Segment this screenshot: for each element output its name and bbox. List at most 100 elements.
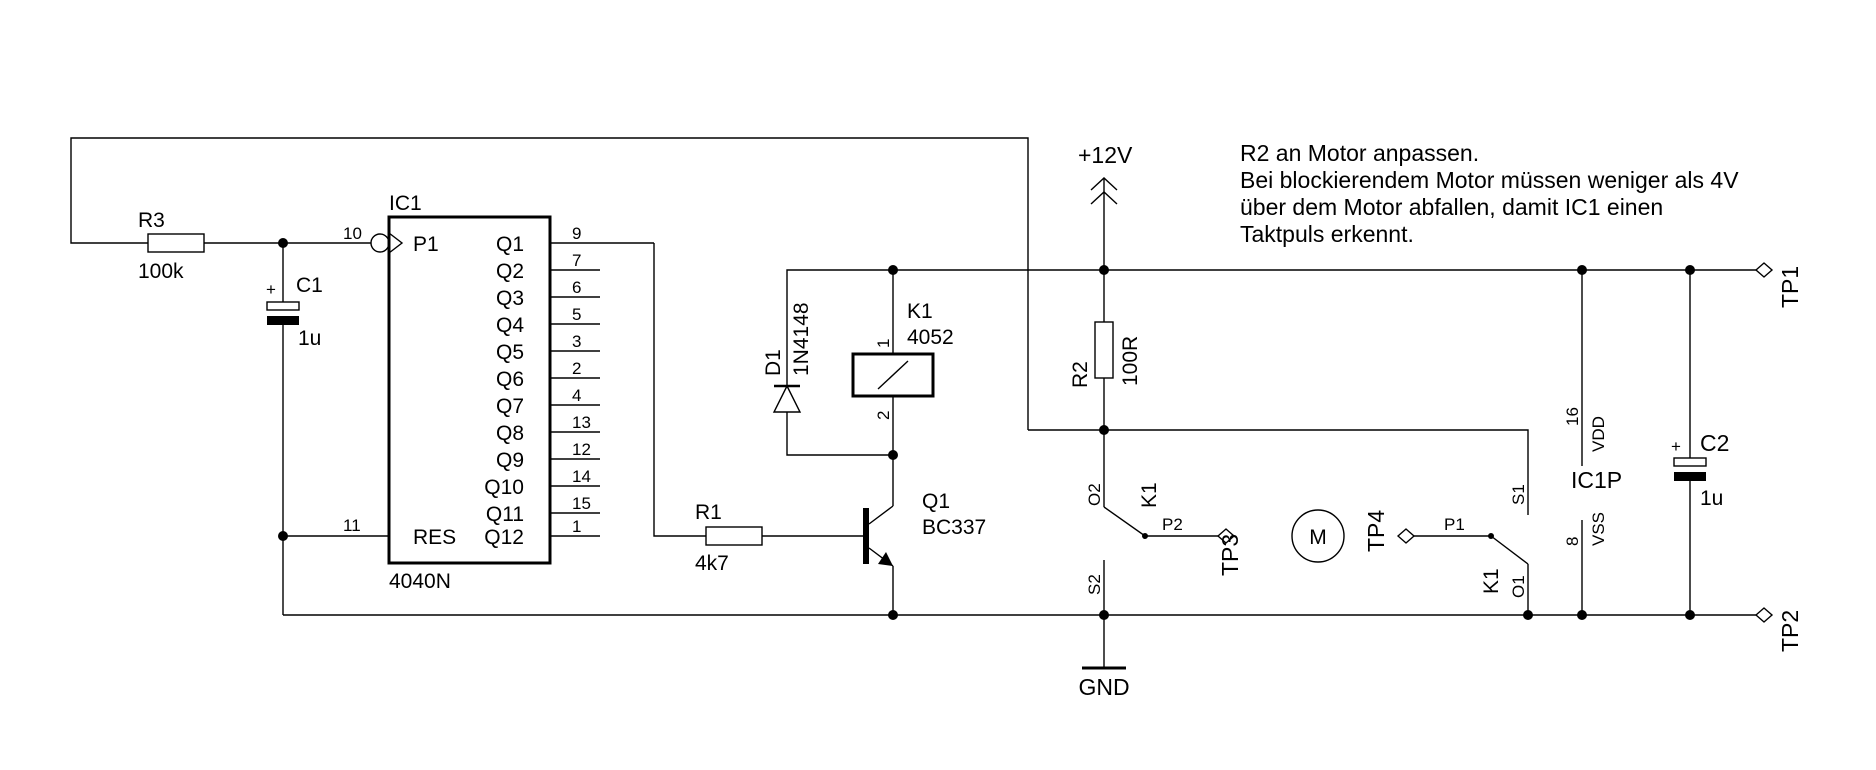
r2-name: R2: [1069, 361, 1092, 388]
capacitor-c1: + C1 1u: [266, 243, 323, 615]
motor-label: M: [1309, 526, 1327, 549]
k1-name: K1: [907, 300, 933, 323]
ic1-type: 4040N: [389, 570, 451, 593]
note-line-1: R2 an Motor anpassen.: [1240, 140, 1479, 166]
ic1p-vss-num: 8: [1563, 537, 1582, 546]
vcc-symbol: +12V: [1078, 142, 1133, 270]
resistor-r2: R2 100R: [1069, 270, 1142, 478]
c2-name: C2: [1700, 430, 1729, 456]
ic1-out-q7-label: Q7: [496, 395, 524, 418]
ic1-out-q3-label: Q3: [496, 287, 524, 310]
feedback-wire: [70, 137, 1029, 430]
c1-value: 1u: [298, 327, 321, 350]
ic1-out-q5-num: 3: [572, 332, 581, 351]
testpoint-tp2: TP2: [1754, 607, 1803, 652]
k1a-p-label: P2: [1162, 515, 1183, 534]
r1-value: 4k7: [695, 552, 729, 575]
ic1-out-q11-label: Q11: [486, 503, 524, 526]
ic1-out-q9-num: 12: [572, 440, 591, 459]
ic1p-vdd-label: VDD: [1589, 416, 1608, 452]
ic1-out-q4-num: 5: [572, 305, 581, 324]
ic1-out-q8-label: Q8: [496, 422, 524, 445]
c1-name: C1: [296, 274, 323, 297]
k1a-name: K1: [1138, 482, 1161, 508]
ic1-out-q1-label: Q1: [496, 233, 524, 256]
k1b-name: K1: [1480, 568, 1503, 594]
gnd-symbol: GND: [1078, 615, 1130, 700]
tp4-label: TP4: [1363, 510, 1389, 552]
ic1-counter: IC1 4040N 10 P1 11 RES Q1 Q2 Q3 Q4 Q5 Q6…: [283, 192, 654, 593]
ic1-out-q10-num: 14: [572, 467, 591, 486]
tp3-label: TP3: [1217, 534, 1243, 576]
capacitor-c2: + C2 1u: [1671, 270, 1729, 615]
note-line-2: Bei blockierendem Motor müssen weniger a…: [1240, 167, 1739, 193]
ic1-out-q11-num: 15: [572, 494, 591, 513]
ic1-out-q8-num: 13: [572, 413, 591, 432]
wire-to-s1: [1028, 429, 1529, 478]
ic1-clock-label: P1: [413, 233, 439, 256]
r2-value: 100R: [1119, 336, 1142, 386]
tp2-label: TP2: [1777, 610, 1803, 652]
tp1-label: TP1: [1777, 266, 1803, 308]
diode-d1: D1 1N4148: [762, 269, 893, 456]
k1a-s-label: S2: [1085, 574, 1104, 595]
d1-value: 1N4148: [790, 302, 813, 376]
ic1-out-q3-num: 6: [572, 278, 581, 297]
design-note: R2 an Motor anpassen. Bei blockierendem …: [1240, 140, 1739, 247]
ic1-power: 16 VDD IC1P 8 VSS: [1563, 270, 1622, 615]
resistor-r1: R1 4k7: [695, 501, 864, 575]
testpoint-tp4: TP4: [1363, 510, 1416, 552]
relay-contact-k1-a: O2 K1 P2 S2: [1085, 478, 1218, 615]
ic1-out-q6-num: 2: [572, 359, 581, 378]
ic1-out-q10-label: Q10: [484, 476, 524, 499]
testpoint-tp3: TP3: [1216, 528, 1243, 576]
ic1-out-q9-label: Q9: [496, 449, 524, 472]
junction-emitter: [888, 610, 898, 620]
ic1-out-q6-label: Q6: [496, 368, 524, 391]
ic1p-vss-label: VSS: [1589, 512, 1608, 546]
junction-c2-bottom: [1685, 610, 1695, 620]
ic1-name: IC1: [389, 192, 422, 215]
r3-name: R3: [138, 209, 165, 232]
c1-polarity: +: [266, 280, 276, 299]
k1-pin1: 1: [874, 339, 893, 348]
relay-coil-k1: K1 4052 1 2: [851, 270, 954, 455]
c2-polarity: +: [1671, 437, 1681, 456]
r3-value: 100k: [138, 260, 184, 283]
k1-pin2: 2: [874, 411, 893, 420]
k1b-p-label: P1: [1444, 515, 1465, 534]
k1b-o-label: O1: [1509, 575, 1528, 598]
testpoint-tp1: TP1: [1754, 262, 1803, 308]
q1-name: Q1: [922, 490, 950, 513]
ic1-reset-num: 11: [343, 516, 361, 535]
gnd-label: GND: [1078, 674, 1129, 700]
motor: M: [1291, 509, 1345, 563]
ic1-out-q12-num: 1: [572, 517, 581, 536]
c2-value: 1u: [1700, 487, 1723, 510]
k1-value: 4052: [907, 326, 954, 349]
ic1p-vdd-num: 16: [1563, 407, 1582, 426]
ic1-reset-label: RES: [413, 526, 456, 549]
vcc-label: +12V: [1078, 142, 1133, 168]
relay-contact-k1-b: P1 S1 K1 O1: [1414, 478, 1529, 615]
q1-value: BC337: [922, 516, 986, 539]
transistor-q1: Q1 BC337: [863, 455, 986, 615]
ic1-out-q5-label: Q5: [496, 341, 524, 364]
resistor-r3: R3 100k: [138, 209, 371, 283]
k1a-o-label: O2: [1085, 483, 1104, 506]
wire-q1-to-r1: [653, 243, 706, 537]
junction-o1: [1523, 610, 1533, 620]
k1b-s-label: S1: [1509, 484, 1528, 505]
ic1p-name: IC1P: [1571, 467, 1622, 493]
d1-name: D1: [762, 349, 785, 376]
note-line-3: über dem Motor abfallen, damit IC1 einen: [1240, 194, 1663, 220]
ic1-out-q2-num: 7: [572, 251, 581, 270]
ic1-out-q2-label: Q2: [496, 260, 524, 283]
junction-vss: [1577, 610, 1587, 620]
ic1-out-q4-label: Q4: [496, 314, 524, 337]
ic1-out-q1-num: 9: [572, 224, 581, 243]
ic1-clock-num: 10: [343, 224, 362, 243]
ic1-out-q12-label: Q12: [484, 526, 524, 549]
r1-name: R1: [695, 501, 722, 524]
